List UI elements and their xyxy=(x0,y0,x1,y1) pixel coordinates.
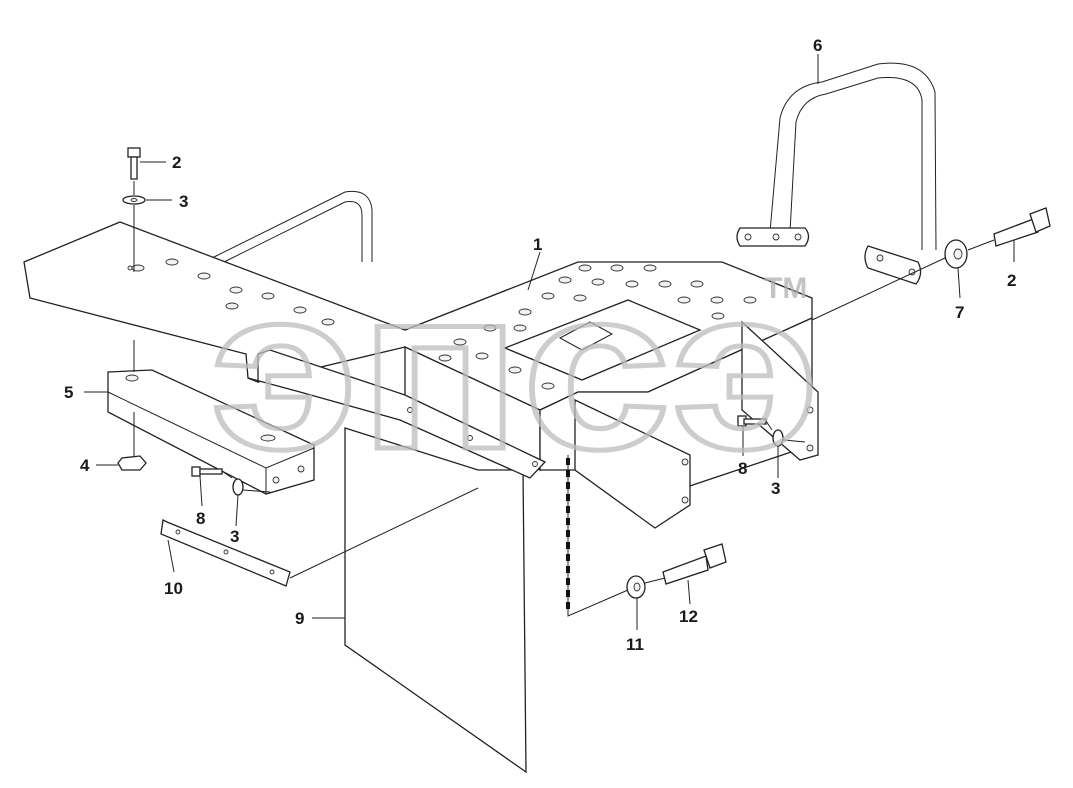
callout-5: 5 xyxy=(64,383,73,402)
part-3-washer-top xyxy=(122,195,146,205)
callout-3-right: 3 xyxy=(771,479,780,498)
callout-8-left: 8 xyxy=(196,509,205,528)
part-4-nut xyxy=(117,455,147,471)
callout-6: 6 xyxy=(813,36,822,55)
rear-handle-loop xyxy=(211,190,373,263)
part-11-washer xyxy=(626,575,646,599)
callout-12: 12 xyxy=(679,607,698,626)
callout-4: 4 xyxy=(80,456,90,475)
part-2-bolt-left xyxy=(127,147,141,180)
callouts: 1 2 2 3 3 3 4 5 6 7 8 8 9 10 11 12 xyxy=(64,36,1016,654)
leader-lines xyxy=(84,54,1015,630)
callout-10: 10 xyxy=(164,579,183,598)
callout-3-left: 3 xyxy=(230,527,239,546)
part-10-strip xyxy=(160,519,291,587)
callout-2-top: 2 xyxy=(172,153,181,172)
callout-11: 11 xyxy=(626,635,644,654)
part-6-grab-handle xyxy=(736,62,937,285)
part-1-step-platform xyxy=(23,221,819,529)
part-2-bolt-right xyxy=(993,207,1051,247)
callout-2-right: 2 xyxy=(1007,271,1016,290)
part-7-washer xyxy=(944,239,968,269)
callout-1: 1 xyxy=(533,235,542,254)
callout-3-top: 3 xyxy=(179,192,188,211)
watermark-trademark: TM xyxy=(764,272,807,305)
tread-holes xyxy=(131,258,757,390)
callout-7: 7 xyxy=(955,303,964,322)
watermark: эпсэ TM xyxy=(208,238,823,500)
part-12-bolt xyxy=(662,543,727,585)
watermark-text: эпсэ xyxy=(210,240,820,497)
part-5-bracket xyxy=(107,369,315,495)
part-9-mud-flap xyxy=(344,427,527,774)
assembly-lines xyxy=(133,181,995,617)
callout-8-right: 8 xyxy=(738,459,747,478)
callout-9: 9 xyxy=(295,609,304,628)
